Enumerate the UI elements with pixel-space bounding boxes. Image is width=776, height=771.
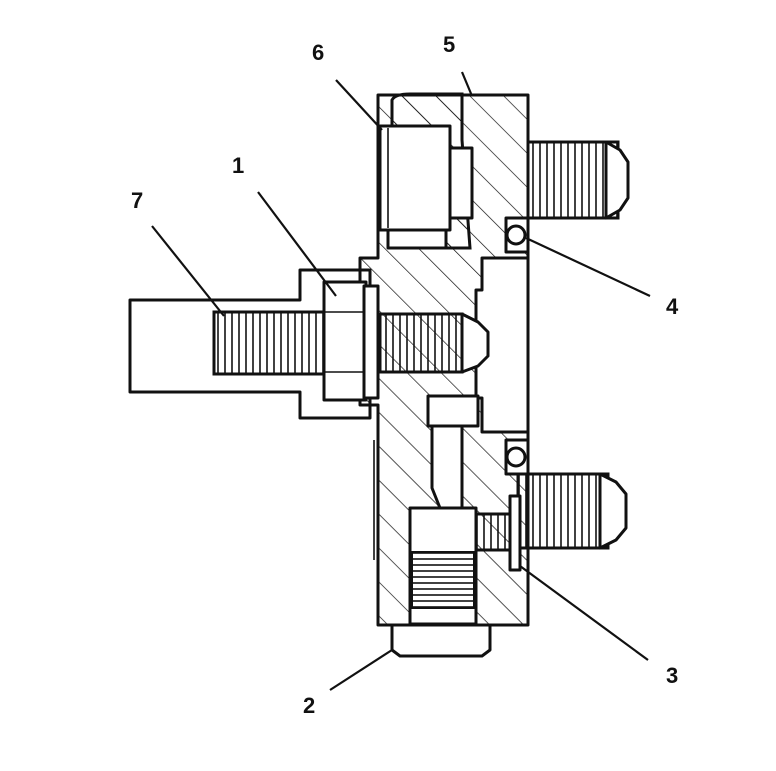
leader-7 xyxy=(151,225,225,317)
callout-7: 7 xyxy=(131,188,143,213)
upper-stud-body xyxy=(526,140,620,220)
callout-6: 6 xyxy=(312,40,324,65)
valve-stem-bore xyxy=(430,424,464,510)
leader-2 xyxy=(329,649,393,691)
through-bolt-thread xyxy=(378,312,464,374)
adapter-bolt-thread xyxy=(212,310,328,376)
plug-head xyxy=(390,623,492,658)
cap-bolt-seat xyxy=(386,228,448,250)
nut xyxy=(322,280,368,402)
cap-bolt-head xyxy=(378,124,452,232)
leader-5 xyxy=(460,71,474,97)
callout-5: 5 xyxy=(443,32,455,57)
leader-1 xyxy=(257,191,337,297)
lower-stud-body xyxy=(516,472,610,550)
leader-6 xyxy=(335,79,383,131)
washer-3 xyxy=(508,494,522,572)
valve-cap-top xyxy=(426,394,480,428)
callout-3: 3 xyxy=(666,663,678,688)
callout-1: 1 xyxy=(232,153,244,178)
callout-4: 4 xyxy=(666,294,679,319)
leader-4 xyxy=(525,237,651,297)
through-bolt-tip xyxy=(460,312,490,374)
lower-stud-tip xyxy=(598,472,628,550)
upper-stud-tip xyxy=(604,140,630,220)
lower-stud-shank xyxy=(474,512,512,552)
central-cavity xyxy=(474,256,530,434)
oring-upper xyxy=(505,224,527,246)
leader-3 xyxy=(519,565,649,661)
plug-thread xyxy=(411,551,475,609)
callout-2: 2 xyxy=(303,693,315,718)
washer xyxy=(362,284,380,400)
oring-lower xyxy=(505,446,527,468)
cap-bolt-shank xyxy=(448,146,474,220)
